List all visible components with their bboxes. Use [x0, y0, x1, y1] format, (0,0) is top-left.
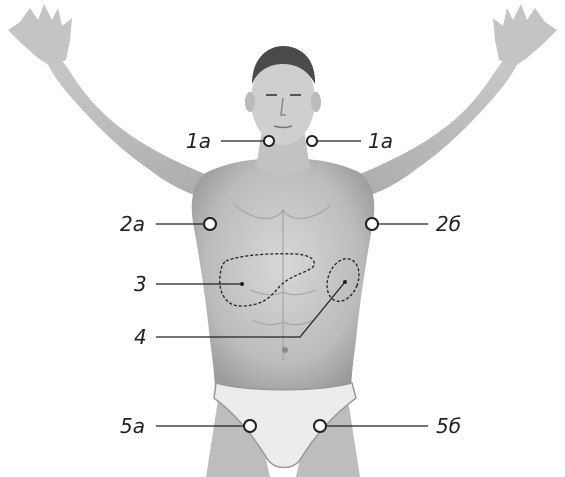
label-5a: 5а — [120, 414, 145, 438]
right-hand — [493, 4, 557, 66]
marker-2b-point — [366, 218, 378, 230]
label-4: 4 — [134, 325, 147, 349]
label-2b: 2б — [436, 212, 461, 236]
label-1a-right: 1а — [368, 129, 393, 153]
label-5b: 5б — [436, 414, 461, 438]
label-1a-left: 1а — [186, 129, 211, 153]
label-2a: 2а — [120, 212, 145, 236]
marker-1a-left-point — [264, 136, 274, 146]
right-ear — [311, 92, 321, 112]
left-ear — [245, 92, 255, 112]
marker-1a-right-point — [307, 136, 317, 146]
marker-5a-point — [244, 420, 256, 432]
marker-5b-point — [314, 420, 326, 432]
left-hand — [8, 4, 72, 66]
navel — [282, 347, 288, 353]
label-3: 3 — [134, 272, 147, 296]
body-silhouette — [8, 4, 557, 477]
marker-2a-point — [204, 218, 216, 230]
